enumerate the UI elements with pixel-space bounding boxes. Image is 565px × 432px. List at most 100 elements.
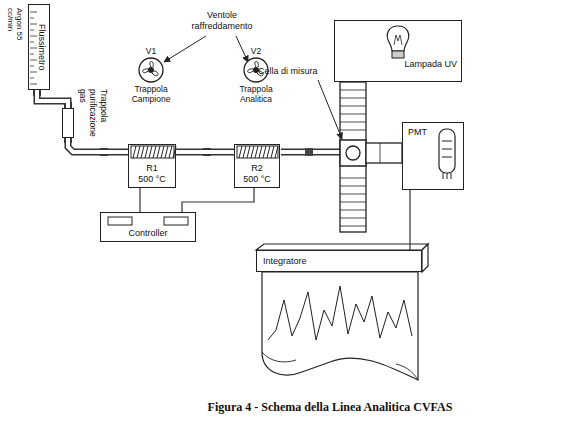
line-art: [108, 217, 132, 225]
line-art: [340, 226, 366, 227]
line-art: [131, 146, 174, 158]
line-art: [259, 146, 262, 158]
wire-line: [409, 190, 410, 250]
line-art: [30, 72, 37, 73]
pipe-bore: [68, 138, 128, 152]
node-text: Trappola purificazione gas: [78, 89, 109, 137]
line-art: [164, 36, 206, 62]
node-text: Trappola Campione: [121, 84, 181, 104]
line-art: [30, 24, 37, 25]
fan-label: Ventole raffreddamento: [182, 10, 262, 32]
pipe-bore: [176, 150, 234, 154]
integrator-box: Integratore: [256, 250, 422, 272]
line-art: [318, 80, 342, 139]
line-art: [340, 194, 366, 195]
gas-pipe: [37, 90, 68, 108]
connector-layer: [37, 90, 410, 250]
wire-line: [139, 188, 140, 212]
node-text: R2: [251, 163, 263, 174]
line-art: [30, 12, 37, 13]
line-art: [149, 146, 152, 158]
line-art: [30, 60, 37, 61]
pipe-ends: [176, 152, 234, 153]
line-art: [169, 146, 172, 158]
line-art: [447, 173, 448, 179]
node-text: 500 °C: [138, 174, 166, 185]
line-art: [340, 106, 366, 107]
line-art: [271, 146, 274, 158]
cooling-fan: V1Trappola Campione: [121, 46, 181, 105]
node-text: Trappola Analitica: [226, 84, 286, 104]
line-art: [340, 140, 366, 166]
line-art: [262, 352, 296, 362]
line-art: [236, 36, 248, 62]
line-art: [442, 149, 452, 150]
line-art: [165, 146, 168, 158]
node-text: Controller: [128, 228, 167, 239]
line-art: [145, 146, 148, 158]
node-text: R1: [146, 163, 158, 174]
heater-coil: [131, 146, 278, 158]
line-art: [340, 178, 366, 179]
node-text: Lampada UV: [404, 59, 457, 70]
line-art: [442, 157, 452, 158]
line-art: [305, 148, 313, 156]
controller-box: Controller: [100, 212, 196, 242]
node-text: Integratore: [263, 256, 307, 267]
line-art: [394, 35, 402, 45]
line-art: [340, 218, 366, 219]
pipe-ends: [37, 90, 68, 108]
line-art: [422, 244, 428, 272]
line-art: [442, 141, 452, 142]
line-art: [262, 272, 418, 380]
line-art: [157, 146, 160, 158]
uv-lamp: Lampada UV: [334, 20, 462, 82]
line-art: [153, 146, 156, 158]
line-art: [164, 217, 188, 225]
wire-line: [182, 188, 254, 212]
line-art: [30, 48, 37, 49]
signal-wire: [140, 188, 141, 212]
node-text: PMT: [408, 127, 427, 138]
line-art: [340, 98, 366, 99]
line-art: [443, 173, 444, 179]
pipe-wall: [176, 149, 234, 156]
line-art: [340, 130, 366, 131]
cell-label: Cella di misura: [258, 66, 318, 77]
line-art: [239, 146, 242, 158]
line-art: [275, 146, 278, 158]
line-art: [340, 122, 366, 123]
signal-wire: [410, 190, 411, 250]
line-art: [141, 146, 144, 158]
line-art: [143, 62, 158, 76]
node-text: Flussimetro: [36, 24, 47, 71]
line-art: [340, 90, 366, 226]
line-art: [161, 146, 164, 158]
line-art: [340, 114, 366, 115]
leader-arrow: [164, 36, 342, 139]
line-art: [396, 364, 418, 380]
measure-tube: [340, 82, 402, 232]
chart-recorder: [256, 244, 428, 380]
pmt-icon: [436, 127, 458, 181]
line-art: [451, 173, 452, 179]
node-text: V1: [146, 46, 156, 56]
line-art: [133, 146, 136, 158]
line-art: [30, 78, 34, 79]
line-art: [340, 82, 366, 232]
fan-icon: [137, 56, 165, 84]
flowmeter: Flussimetro: [28, 4, 50, 90]
pipe-bore: [37, 90, 68, 108]
gas-label: Argon 55 cc/min: [5, 8, 24, 48]
line-art: [380, 143, 381, 163]
line-art: [340, 210, 366, 211]
line-art: [30, 84, 37, 85]
line-art: [30, 36, 37, 37]
line-art: [137, 146, 140, 158]
line-art: [340, 202, 366, 203]
line-art: [148, 67, 154, 73]
pipe-wall: [68, 138, 128, 152]
line-art: [267, 146, 270, 158]
line-art: [30, 66, 34, 67]
